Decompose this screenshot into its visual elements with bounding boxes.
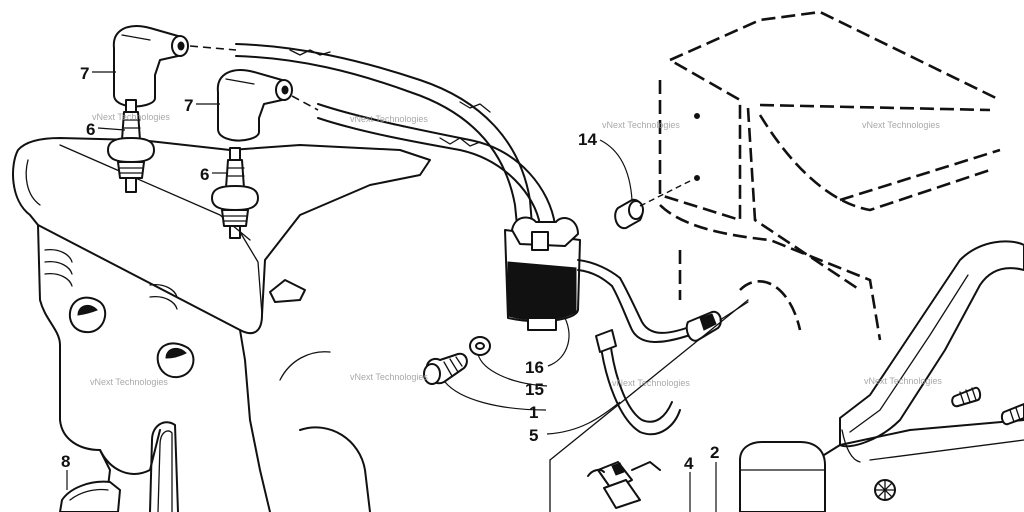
callout-labels: 7 7 6 6 14 16 15 1 5 8 4 2 <box>61 64 719 473</box>
frame-bracket <box>800 241 1024 500</box>
callout-1: 1 <box>529 403 538 422</box>
washer <box>470 337 490 355</box>
watermark-text: vNext Technologies <box>612 378 690 388</box>
spacer <box>615 180 692 228</box>
spark-plug-upper <box>108 100 154 192</box>
wire-harness <box>596 278 748 434</box>
watermark-text: vNext Technologies <box>864 376 942 386</box>
spark-plug-lower <box>212 148 258 238</box>
ignition-coil <box>505 217 620 330</box>
spark-plug-cap-upper <box>114 26 188 106</box>
callout-15: 15 <box>525 380 544 399</box>
watermark-text: vNext Technologies <box>862 120 940 130</box>
watermark-text: vNext Technologies <box>350 114 428 124</box>
callout-6-lower: 6 <box>200 165 209 184</box>
cdi-box <box>740 442 825 512</box>
watermark-text: vNext Technologies <box>92 112 170 122</box>
callout-8: 8 <box>61 452 70 471</box>
spark-plug-cap-lower <box>218 70 292 140</box>
ignition-leads <box>190 44 555 225</box>
recoil-part <box>60 482 120 512</box>
cdi-housing <box>660 12 1000 340</box>
mounting-bolt <box>424 354 467 384</box>
callout-2: 2 <box>710 443 719 462</box>
watermark-text: vNext Technologies <box>90 377 168 387</box>
callout-6-upper: 6 <box>86 120 95 139</box>
watermarks: vNext Technologies vNext Technologies vN… <box>90 112 942 388</box>
engine-block <box>13 138 430 512</box>
watermark-text: vNext Technologies <box>350 372 428 382</box>
callout-7-upper: 7 <box>80 64 89 83</box>
callout-7-lower: 7 <box>184 96 193 115</box>
callout-4: 4 <box>684 454 694 473</box>
callout-5: 5 <box>529 426 538 445</box>
leader-lines <box>67 72 716 512</box>
connector-assembly <box>550 300 748 512</box>
callout-16: 16 <box>525 358 544 377</box>
callout-14: 14 <box>578 130 597 149</box>
watermark-text: vNext Technologies <box>602 120 680 130</box>
